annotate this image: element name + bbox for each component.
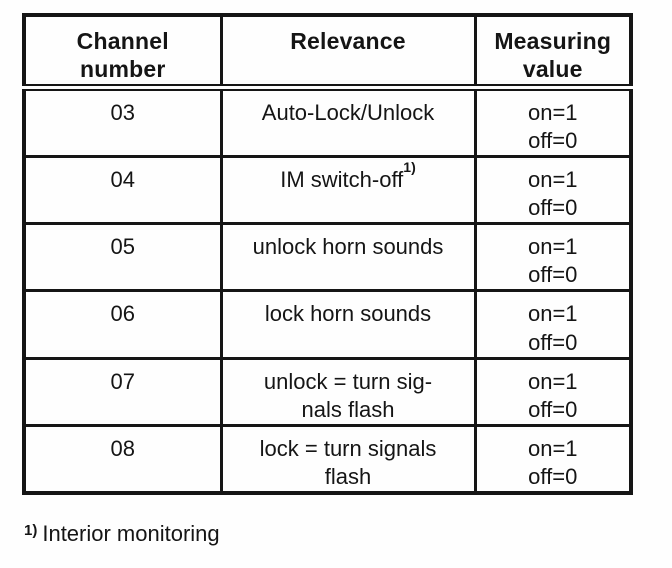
measuring-value-cell: on=1 off=0 [473, 424, 633, 495]
relevance-cell: unlock horn sounds [219, 222, 477, 293]
channel-cell: 04 [22, 154, 223, 226]
table-row-channel-03: 03 Auto-Lock/Unlock on=1 off=0 [22, 85, 633, 158]
footnote-marker: 1) [24, 521, 38, 539]
relevance-text: lock = turn signals flash [259, 436, 437, 490]
relevance-text: IM switch-off [280, 166, 404, 192]
footnote-ref: 1) [403, 159, 416, 176]
measuring-value-cell: on=1 off=0 [473, 85, 633, 158]
channel-cell: 08 [22, 424, 223, 495]
relevance-cell: IM switch-off1) [219, 154, 477, 226]
relevance-cell: lock horn sounds [219, 289, 477, 360]
relevance-cell: Auto-Lock/Unlock [219, 85, 477, 158]
relevance-text: unlock = turn sig- nals flash [263, 368, 433, 422]
channel-measuring-table: Channel number Relevance Measuring value… [22, 13, 633, 496]
measuring-value-cell: on=1 off=0 [473, 222, 633, 293]
relevance-text: lock horn sounds [264, 301, 432, 327]
channel-cell: 06 [22, 289, 223, 360]
relevance-text: unlock horn sounds [252, 234, 444, 260]
table-row-channel-06: 06 lock horn sounds on=1 off=0 [22, 289, 633, 360]
header-channel-number: Channel number [22, 13, 223, 91]
relevance-cell: unlock = turn sig- nals flash [219, 356, 477, 428]
relevance-cell: lock = turn signals flash [219, 424, 477, 495]
header-row: Channel number Relevance Measuring value [22, 13, 633, 91]
header-measuring-value: Measuring value [473, 13, 633, 91]
channel-cell: 03 [22, 85, 223, 158]
table-row-channel-04: 04 IM switch-off1) on=1 off=0 [22, 154, 633, 226]
table-row-channel-08: 08 lock = turn signals flash on=1 off=0 [22, 424, 633, 495]
measuring-value-cell: on=1 off=0 [473, 154, 633, 226]
table-row-channel-07: 07 unlock = turn sig- nals flash on=1 of… [22, 356, 633, 428]
channel-cell: 07 [22, 356, 223, 428]
measuring-value-cell: on=1 off=0 [473, 356, 633, 428]
footnote: 1)Interior monitoring [24, 521, 220, 547]
channel-cell: 05 [22, 222, 223, 293]
header-relevance: Relevance [219, 13, 477, 91]
table-row-channel-05: 05 unlock horn sounds on=1 off=0 [22, 222, 633, 293]
footnote-text: Interior monitoring [42, 521, 220, 546]
relevance-text: Auto-Lock/Unlock [261, 99, 435, 125]
measuring-value-cell: on=1 off=0 [473, 289, 633, 360]
